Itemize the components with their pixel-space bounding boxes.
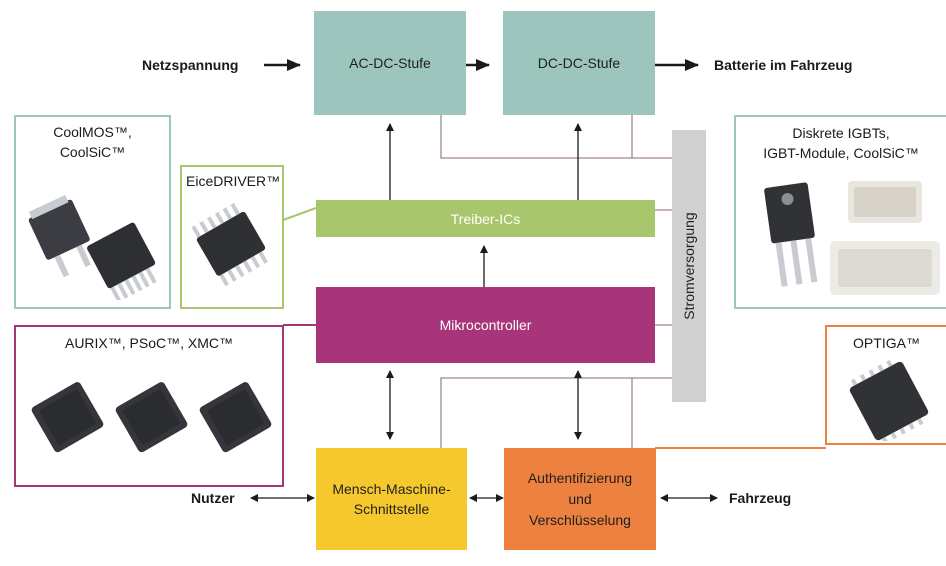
coolmos-label-line1: CoolMOS™, <box>53 124 132 140</box>
coolmos-chip-image <box>28 194 157 300</box>
aurix-label: AURIX™, PSoC™, XMC™ <box>64 335 234 351</box>
igbt-chip-image <box>764 181 940 295</box>
optiga-chip-image <box>849 359 929 441</box>
coolmos-label-line2: CoolSiC™ <box>59 144 126 160</box>
frame-coolmos: CoolMOS™, CoolSiC™ <box>14 115 171 309</box>
vehicle-label: Fahrzeug <box>729 490 792 506</box>
microcontroller-label: Mikrocontroller <box>439 317 532 333</box>
ac-dc-label: AC-DC-Stufe <box>349 55 431 71</box>
mains-label: Netzspannung <box>142 57 239 73</box>
block-driver-ics: Treiber-ICs <box>316 200 655 237</box>
battery-label: Batterie im Fahrzeug <box>714 57 853 73</box>
block-ac-dc: AC-DC-Stufe <box>314 11 466 115</box>
auth-label-line2: und <box>568 490 592 507</box>
block-dc-dc: DC-DC-Stufe <box>503 11 655 115</box>
power-supply-label: Stromversorgung <box>681 212 697 320</box>
dc-dc-label: DC-DC-Stufe <box>537 55 621 71</box>
driver-ics-label: Treiber-ICs <box>450 210 521 227</box>
aurix-chip-image <box>31 382 272 453</box>
eicedriver-connector <box>282 207 317 221</box>
eicedriver-label: EiceDRIVER™ <box>186 173 281 189</box>
frame-aurix: AURIX™, PSoC™, XMC™ <box>14 325 284 487</box>
auth-label-line3: Verschlüsselung <box>529 511 631 528</box>
frame-optiga: OPTIGA™ <box>825 325 946 445</box>
frame-igbt: Diskrete IGBTs, IGBT-Module, CoolSiC™ <box>734 115 946 309</box>
hmi-label-line2: Schnittstelle <box>353 501 430 517</box>
optiga-label: OPTIGA™ <box>853 335 920 351</box>
igbt-label-line2: IGBT-Module, CoolSiC™ <box>763 145 919 161</box>
hmi-label-line1: Mensch-Maschine- <box>332 481 451 497</box>
user-label: Nutzer <box>191 490 235 506</box>
block-hmi: Mensch-Maschine- Schnittstelle <box>316 448 467 550</box>
block-power-supply: Stromversorgung <box>672 130 706 402</box>
auth-label-line1: Authentifizierung <box>527 469 633 486</box>
block-microcontroller: Mikrocontroller <box>316 287 655 363</box>
frame-eicedriver: EiceDRIVER™ <box>180 165 284 309</box>
block-authentication: Authentifizierung und Verschlüsselung <box>504 448 656 550</box>
igbt-label-line1: Diskrete IGBTs, <box>792 125 890 141</box>
eicedriver-chip-image <box>191 202 268 287</box>
